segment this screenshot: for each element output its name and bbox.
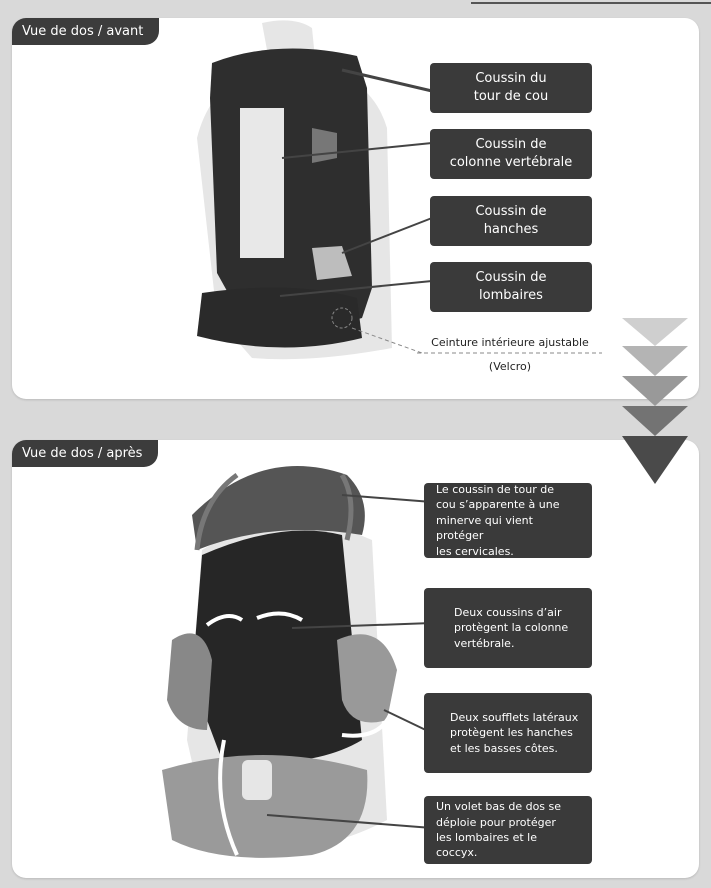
- label-line: Coussin de: [475, 204, 546, 219]
- note-line: minerve qui vient protéger: [436, 513, 580, 544]
- label-line: lombaires: [479, 288, 543, 303]
- label-line: hanches: [484, 222, 539, 237]
- note-line: protègent les hanches: [450, 725, 578, 740]
- chevron-down-icon: [622, 436, 688, 484]
- note-line: les cervicales.: [436, 544, 580, 559]
- label-line: colonne vertébrale: [450, 155, 573, 170]
- label-neck-cushion: Coussin du tour de cou: [430, 63, 592, 113]
- chevron-down-icon: [622, 406, 688, 436]
- note-neck-cushion: Le coussin de tour de cou s’apparente à …: [424, 483, 592, 558]
- chevron-down-icon: [622, 318, 688, 346]
- note-line: Un volet bas de dos se: [436, 799, 580, 814]
- label-line: Coussin du: [475, 71, 546, 86]
- note-line: Deux soufflets latéraux: [450, 710, 578, 725]
- note-line: et les basses côtes.: [450, 741, 578, 756]
- note-spine-cushions: Deux coussins d’air protègent la colonne…: [424, 588, 592, 668]
- panel-after: Vue de dos / après Le coussin de tour de…: [12, 440, 699, 878]
- chevron-down-icon: [622, 346, 688, 376]
- label-spine-cushion: Coussin de colonne vertébrale: [430, 129, 592, 179]
- label-hip-cushion: Coussin de hanches: [430, 196, 592, 246]
- note-line: Le coussin de tour de: [436, 482, 580, 497]
- belt-label-line2: (Velcro): [420, 360, 600, 373]
- chevron-down-icon: [622, 376, 688, 406]
- note-line: cou s’apparente à une: [436, 497, 580, 512]
- panel-before: Vue de dos / avant Coussin du tour de cou…: [12, 18, 699, 399]
- label-line: tour de cou: [474, 89, 549, 104]
- panel-before-title: Vue de dos / avant: [12, 18, 159, 45]
- top-rule: [471, 2, 711, 4]
- note-line: déploie pour protéger: [436, 815, 580, 830]
- label-line: Coussin de: [475, 137, 546, 152]
- note-line: protègent la colonne: [454, 620, 568, 635]
- note-line: les lombaires et le coccyx.: [436, 830, 580, 861]
- note-side-bellows: Deux soufflets latéraux protègent les ha…: [424, 693, 592, 773]
- belt-label-line1: Ceinture intérieure ajustable: [420, 336, 600, 349]
- panel-after-title: Vue de dos / après: [12, 440, 158, 467]
- note-lower-flap: Un volet bas de dos se déploie pour prot…: [424, 796, 592, 864]
- note-line: vertébrale.: [454, 636, 568, 651]
- label-line: Coussin de: [475, 270, 546, 285]
- label-lumbar-cushion: Coussin de lombaires: [430, 262, 592, 312]
- note-line: Deux coussins d’air: [454, 605, 568, 620]
- chevron-down-stack-icon: [622, 318, 688, 488]
- vest-after-illustration: [12, 440, 699, 878]
